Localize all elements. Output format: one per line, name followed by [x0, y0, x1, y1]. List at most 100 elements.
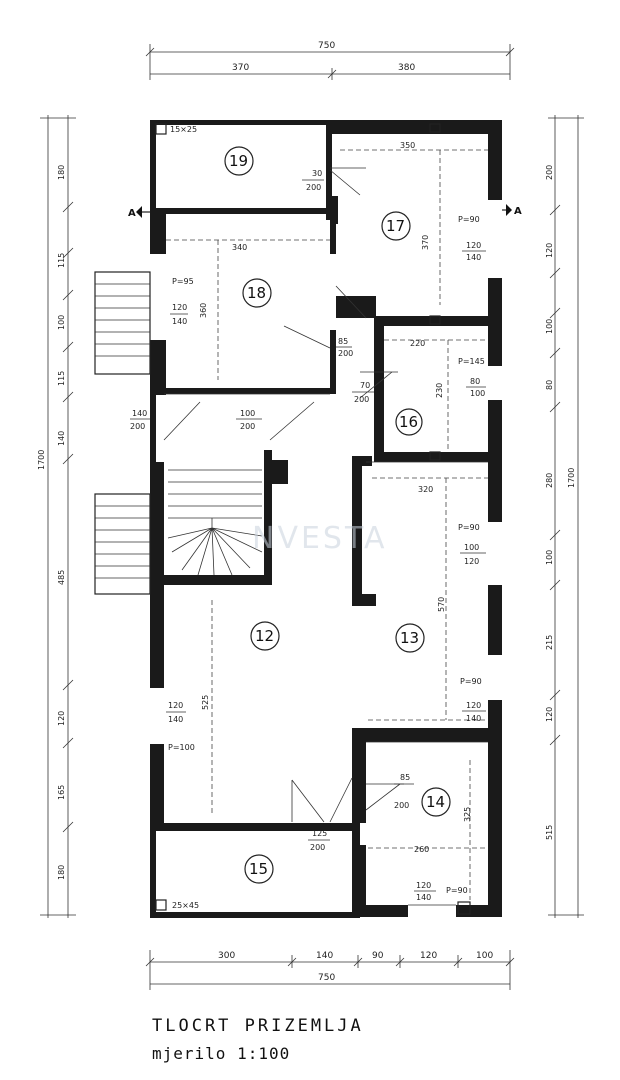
dim-top-total: 750: [318, 41, 335, 51]
room-18-door-h: 200: [338, 349, 353, 358]
room-14: 14: [421, 787, 451, 817]
right-dimensions: 1700 200 120 100 80 280 100 215 120 515: [545, 115, 584, 918]
dim-left-0: 180: [57, 165, 66, 180]
dim-right-6: 215: [545, 635, 554, 650]
dim-right-0: 200: [545, 165, 554, 180]
room-18-window-h: 140: [172, 317, 187, 326]
room-15-door-h: 200: [310, 843, 325, 852]
room-labels: 19 18 17 16 12 13 14 15: [224, 146, 451, 884]
dim-left-1: 115: [57, 253, 66, 268]
room-16-window-h: 100: [470, 389, 485, 398]
dim-bottom-2: 90: [372, 951, 384, 961]
room-19-number: 19: [229, 152, 248, 170]
dim-left-5: 485: [57, 570, 66, 585]
room-16-window-p: P=145: [458, 357, 485, 366]
dim-left-2: 100: [57, 315, 66, 330]
dim-top-left: 370: [232, 63, 249, 73]
interior-stairs: [167, 469, 263, 576]
top-dimensions: 750 370 380: [145, 41, 515, 80]
dim-left-total: 1700: [37, 450, 46, 470]
room-13: 13: [395, 623, 425, 653]
plan-lines: [155, 123, 488, 915]
room-14-window-w: 120: [416, 881, 431, 890]
dim-left-4: 140: [57, 431, 66, 446]
room-13-number: 13: [400, 629, 419, 647]
room-13-window2-p: P=90: [460, 677, 482, 686]
room-12-height: 525: [201, 695, 210, 710]
room-18-height: 360: [199, 303, 208, 318]
room-12-window-h: 140: [168, 715, 183, 724]
dim-right-8: 515: [545, 825, 554, 840]
room-13-window1-p: P=90: [458, 523, 480, 532]
room-19: 19: [224, 146, 254, 176]
room-16: 16: [395, 408, 423, 436]
room-14-height: 325: [463, 807, 472, 822]
room-17-window-p: P=90: [458, 215, 480, 224]
room-18-door-w: 85: [338, 337, 348, 346]
room-14-number: 14: [426, 793, 445, 811]
room-17-window-h: 140: [466, 253, 481, 262]
room-18-width: 340: [232, 243, 247, 252]
hall-door-right-h: 200: [240, 422, 255, 431]
room-18-window-w: 120: [172, 303, 187, 312]
room-17: 17: [381, 211, 411, 241]
dim-left-7: 165: [57, 785, 66, 800]
room-15-number: 15: [249, 860, 268, 878]
dim-bottom-4: 100: [476, 951, 493, 961]
dim-bottom-1: 140: [316, 951, 333, 961]
room-16-width: 220: [410, 339, 425, 348]
dim-top-right: 380: [398, 63, 415, 73]
room-14-width: 260: [414, 845, 429, 854]
room-18-number: 18: [247, 284, 266, 302]
room-16-door-w: 70: [360, 381, 370, 390]
section-mark-right: A: [514, 206, 522, 217]
dim-bottom-0: 300: [218, 951, 235, 961]
room-17-width: 350: [400, 141, 415, 150]
watermark: NVESTA: [252, 521, 387, 556]
room-17-number: 17: [386, 217, 405, 235]
dim-right-total: 1700: [567, 468, 576, 488]
room-18: 18: [242, 278, 272, 308]
room-19-door-w: 30: [312, 169, 322, 178]
outdoor-stairs: [94, 271, 151, 595]
room-15-col: 25×45: [172, 901, 199, 910]
dim-right-3: 80: [545, 380, 554, 390]
hall-door-left-h: 200: [130, 422, 145, 431]
room-19-door-h: 200: [306, 183, 321, 192]
hall-door-left-w: 140: [132, 409, 147, 418]
room-16-door-h: 200: [354, 395, 369, 404]
room-17-height: 370: [421, 235, 430, 250]
room-13-window1-h: 120: [464, 557, 479, 566]
room-14-window-p: P=90: [446, 886, 468, 895]
room-12-window-p: P=100: [168, 743, 195, 752]
room-14-door-h: 200: [394, 801, 409, 810]
room-16-window-w: 80: [470, 377, 480, 386]
room-12-window-w: 120: [168, 701, 183, 710]
room-13-height: 570: [437, 597, 446, 612]
room-17-window-w: 120: [466, 241, 481, 250]
room-16-number: 16: [399, 413, 418, 431]
dim-left-8: 180: [57, 865, 66, 880]
dim-right-7: 120: [545, 707, 554, 722]
dim-right-2: 100: [545, 319, 554, 334]
dim-left-3: 115: [57, 371, 66, 386]
dim-bottom-3: 120: [420, 951, 437, 961]
section-mark-left: A: [128, 208, 136, 219]
section-marks: A A: [128, 204, 522, 219]
bottom-dimensions: 300 140 90 120 100 750: [145, 950, 515, 990]
room-15-door-w: 125: [312, 829, 327, 838]
plan-title: TLOCRT PRIZEMLJA: [152, 1016, 364, 1036]
dim-right-1: 120: [545, 243, 554, 258]
dim-left-6: 120: [57, 711, 66, 726]
room-18-window-p: P=95: [172, 277, 194, 286]
dim-right-5: 100: [545, 550, 554, 565]
room-13-width: 320: [418, 485, 433, 494]
left-dimensions: 1700 180 115 100 115 140 485 120 165 180: [37, 115, 76, 918]
hall-door-right-w: 100: [240, 409, 255, 418]
room-12: 12: [250, 621, 280, 651]
plan-scale: mjerilo 1:100: [152, 1044, 291, 1063]
dim-bottom-total: 750: [318, 973, 335, 983]
room-16-height: 230: [435, 383, 444, 398]
room-13-window2-w: 120: [466, 701, 481, 710]
